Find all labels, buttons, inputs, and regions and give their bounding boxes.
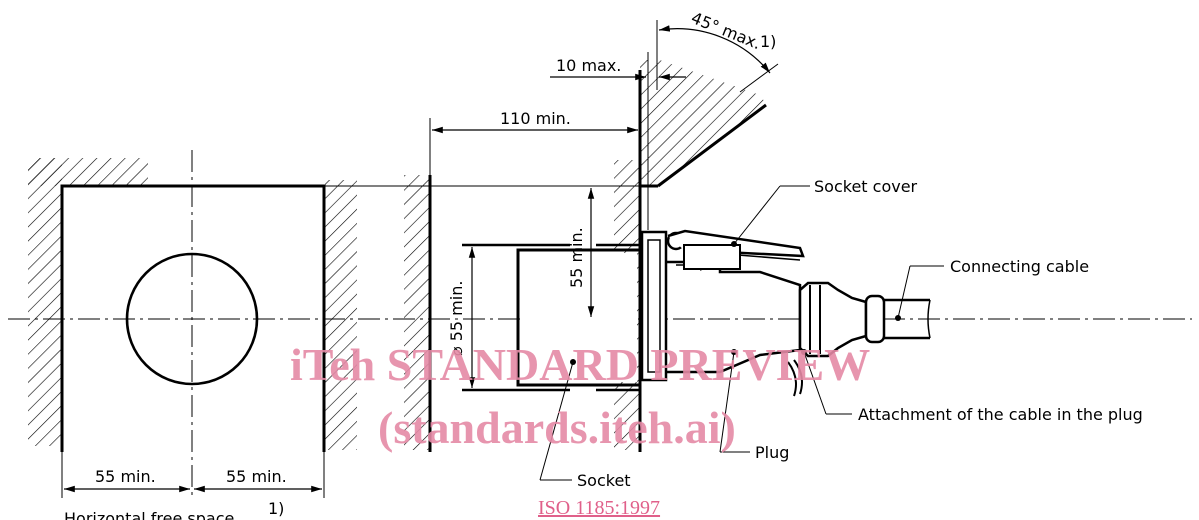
hatch-left-wall (28, 186, 62, 446)
dim-left-half-label: 55 min. (95, 467, 156, 486)
dim-angle-note: 1) (760, 32, 776, 51)
side-view: 45° max. 1) 10 max. 110 min. ⌀ 55 min. 5… (404, 8, 931, 452)
watermark: iTeh STANDARD PREVIEW (standards.iteh.ai… (290, 339, 870, 519)
watermark-link[interactable]: ISO 1185:1997 (538, 497, 660, 519)
dim-fifty-five-vertical-label: 55 min. (567, 227, 586, 288)
label-socket-cover: Socket cover (814, 177, 918, 196)
hatch-angled-wall (640, 60, 770, 186)
hatch-right-wall (325, 180, 357, 450)
dim-diameter-label: ⌀ 55 min. (447, 281, 466, 356)
angled-wall-edge (657, 103, 767, 188)
label-horizontal-free-space: Horizontal free space (64, 509, 234, 520)
watermark-line2: (standards.iteh.ai) (378, 402, 736, 453)
watermark-line1: iTeh STANDARD PREVIEW (290, 339, 870, 390)
dim-angle-arc (658, 25, 771, 74)
label-attachment: Attachment of the cable in the plug (858, 405, 1143, 424)
dim-one-ten-min-label: 110 min. (500, 109, 571, 128)
front-view: 55 min. 55 min. (28, 150, 357, 498)
label-connecting-cable: Connecting cable (950, 257, 1089, 276)
dim-right-half-label: 55 min. (226, 467, 287, 486)
label-horizontal-free-space-note: 1) (268, 499, 284, 518)
socket-flange (640, 230, 668, 382)
label-plug: Plug (755, 443, 789, 462)
hatch-top-band (28, 158, 148, 186)
hatch-side-left-wall (404, 175, 430, 450)
dim-ten-max-label: 10 max. (556, 56, 621, 75)
label-socket: Socket (577, 471, 631, 490)
callouts: Socket cover Connecting cable Attachment… (64, 177, 1143, 520)
